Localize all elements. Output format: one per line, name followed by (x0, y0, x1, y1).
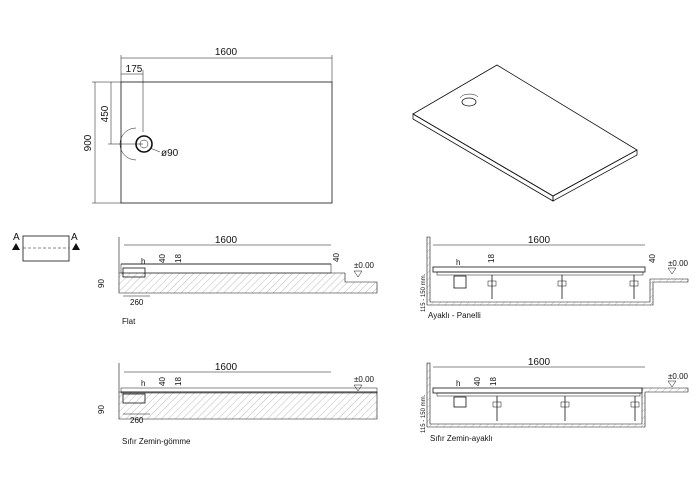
section-gomme-title: Sıfır Zemin-gömme (122, 437, 191, 446)
section-label-right: A (71, 232, 78, 243)
section-panelli-range: 115 - 150 mm. (421, 273, 427, 312)
section-gomme-drain: 260 (130, 416, 144, 425)
section-flat-title: Flat (122, 317, 136, 326)
section-panelli-length: 1600 (528, 235, 551, 246)
section-gomme-d1: 40 (158, 377, 167, 386)
support-feet-2 (453, 396, 640, 421)
iso-top-face (412, 64, 638, 197)
section-flat-level: ±0.00 (354, 261, 375, 270)
section-gomme-depth: 90 (97, 405, 106, 414)
drain-body (122, 267, 146, 278)
offset-y-label: 450 (100, 105, 111, 122)
iso-drain-icon (461, 97, 477, 107)
iso-side-face (552, 149, 638, 202)
key-plan: A A (12, 232, 80, 262)
drain-arc (119, 127, 137, 161)
isometric-view (412, 64, 638, 202)
section-flat-length: 1600 (215, 235, 238, 246)
tray-outline (120, 81, 333, 204)
section-arrow-right-icon (72, 243, 80, 250)
section-ayakli-level: ±0.00 (668, 372, 689, 381)
section-flat-depth: 90 (97, 279, 106, 288)
iso-front-face (412, 113, 554, 202)
section-flat-d2: 18 (174, 254, 183, 263)
section-gomme: 1600 h 40 18 90 260 ±0.00 Sıfır Zemin-gö… (97, 362, 378, 446)
section-ayakli-d2: 18 (489, 377, 498, 386)
section-panelli-level: ±0.00 (668, 259, 689, 268)
width-label: 1600 (215, 47, 238, 58)
section-panelli-h: h (456, 258, 460, 267)
height-label: 900 (83, 134, 94, 151)
offset-x-label: 175 (126, 64, 143, 75)
section-label-left: A (13, 232, 20, 243)
support-feet (453, 275, 639, 299)
section-gomme-level: ±0.00 (354, 375, 375, 384)
section-flat-drain: 260 (130, 298, 144, 307)
section-gomme-length: 1600 (215, 362, 238, 373)
section-flat-d1: 40 (158, 254, 167, 263)
section-ayakli-title: Sıfır Zemin-ayaklı (430, 434, 493, 443)
key-plan-rect (22, 235, 70, 262)
section-gomme-h: h (141, 379, 145, 388)
drain-icon (135, 135, 153, 153)
section-panelli: 1600 h 18 40 115 - 150 mm. ±0.00 Ayaklı … (421, 235, 689, 320)
drain-diameter-label: ø90 (161, 148, 179, 159)
section-panelli-d3: 40 (648, 254, 657, 263)
section-flat-d3: 40 (332, 253, 341, 262)
section-ayakli: 1600 h 40 18 115 - 150 mm. ±0.00 Sıfır Z… (421, 357, 689, 443)
top-view: 1600 175 900 450 ø90 (83, 47, 333, 204)
section-panelli-title: Ayaklı - Panelli (428, 311, 481, 320)
section-ayakli-h: h (456, 379, 460, 388)
section-flat-h: h (141, 257, 145, 266)
section-ayakli-range: 115 - 150 mm. (421, 394, 427, 433)
section-ayakli-length: 1600 (528, 357, 551, 368)
section-flat: 1600 h 40 18 40 90 260 ±0.00 Flat (97, 235, 378, 326)
section-gomme-d2: 18 (174, 377, 183, 386)
section-arrow-left-icon (12, 243, 20, 250)
section-panelli-d2: 18 (487, 254, 496, 263)
section-ayakli-d1: 40 (473, 377, 482, 386)
